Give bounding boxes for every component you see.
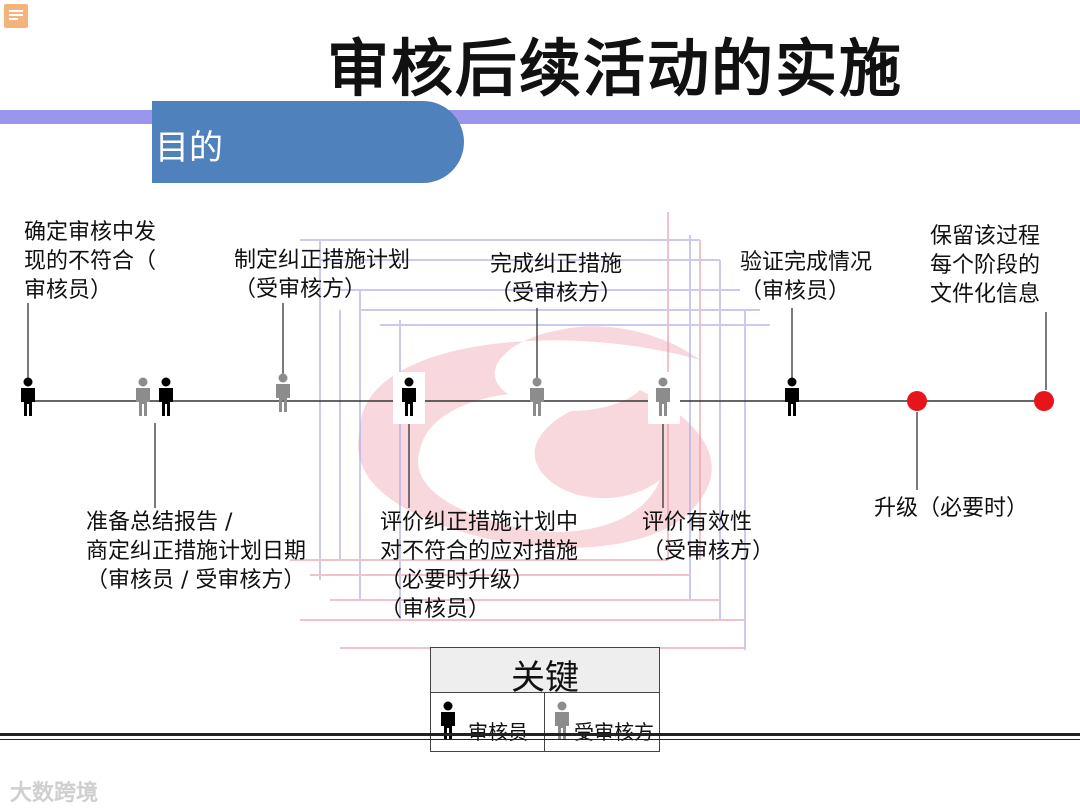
legend-auditee-label: 受审核方 <box>574 720 654 744</box>
legend-auditor-label: 审核员 <box>468 720 528 744</box>
legend-header <box>430 647 660 693</box>
step-label: 制定纠正措施计划（受审核方） <box>234 248 411 302</box>
watermark: 大数跨境 <box>10 781 99 806</box>
background-swirl <box>358 326 712 548</box>
step-label: 完成纠正措施（受审核方） <box>490 252 623 306</box>
escalation-dot <box>907 391 927 411</box>
step-label: 保留该过程每个阶段的文件化信息 <box>930 224 1041 307</box>
connectors <box>27 303 1047 508</box>
legend-title: 关键 <box>511 658 579 698</box>
page-title: 审核后续活动的实施 <box>326 32 903 105</box>
auditee-legend-icon <box>555 701 569 740</box>
auditee-icon <box>276 373 290 412</box>
step-label: 验证完成情况（审核员） <box>740 250 873 304</box>
auditor-icon <box>785 377 799 416</box>
step-label: 评价纠正措施计划中对不符合的应对措施（必要时升级）（审核员） <box>380 510 579 622</box>
step-label: 准备总结报告 /商定纠正措施计划日期（审核员 / 受审核方） <box>86 510 307 593</box>
auditee-icon <box>136 377 150 416</box>
legend-divider <box>544 693 545 751</box>
purpose-tab <box>152 101 464 183</box>
step-label: 评价有效性（受审核方） <box>642 510 775 564</box>
step-label: 确定审核中发现的不符合（审核员） <box>24 220 157 303</box>
footer-rule <box>0 739 1080 740</box>
notes-icon[interactable] <box>4 4 28 28</box>
auditor-icon <box>159 377 173 416</box>
footer-rule <box>0 733 1080 736</box>
auditor-legend-icon <box>441 701 455 740</box>
purpose-label: 目的 <box>155 128 223 168</box>
escalation-dot <box>1034 391 1054 411</box>
step-label: 升级（必要时） <box>874 496 1029 521</box>
auditor-icon <box>21 377 35 416</box>
